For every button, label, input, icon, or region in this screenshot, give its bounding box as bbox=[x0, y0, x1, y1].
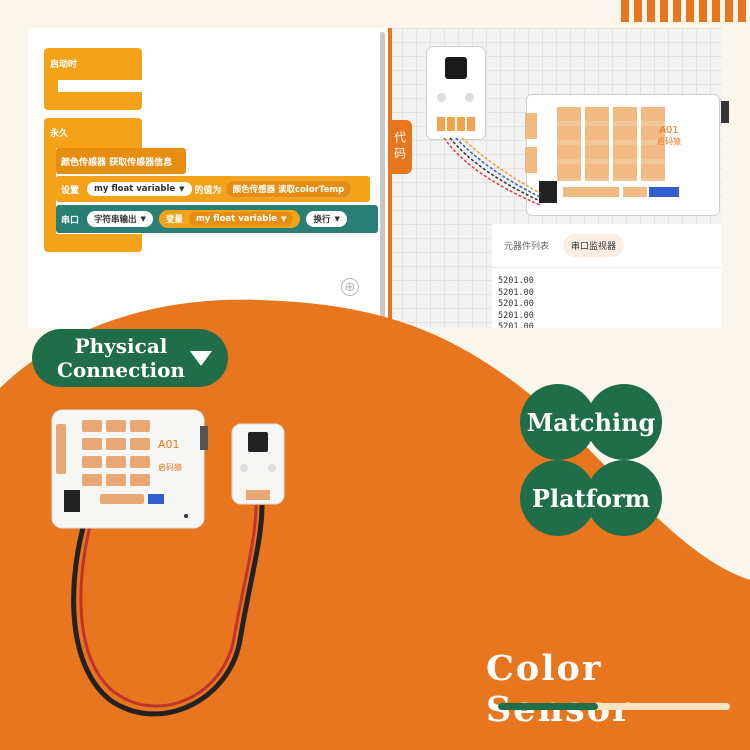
photo-board-brand: 启码猿 bbox=[158, 462, 182, 472]
caret-down-icon: ▼ bbox=[140, 215, 146, 223]
read-color-temp-reporter[interactable]: 颜色传感器 读取colorTemp bbox=[224, 180, 353, 198]
sim-ports bbox=[557, 107, 669, 181]
serial-line: 5201.00 bbox=[498, 310, 534, 321]
stripe-decoration bbox=[610, 0, 750, 22]
recenter-icon[interactable]: ⊕ bbox=[341, 278, 359, 296]
sim-controller-board[interactable]: A01 启码猿 bbox=[525, 94, 729, 216]
sim-color-sensor[interactable] bbox=[426, 46, 486, 140]
title-underline-fill bbox=[498, 703, 598, 710]
forever-block-side bbox=[44, 148, 56, 238]
newline-dropdown[interactable]: 换行▼ bbox=[306, 211, 347, 227]
color-sensor-get-info-block[interactable]: 颜色传感器 获取传感器信息 bbox=[56, 148, 186, 174]
string-output-dropdown[interactable]: 字符串输出▼ bbox=[87, 211, 153, 227]
serial-line: 5201.00 bbox=[498, 322, 534, 328]
on-start-block-bottom bbox=[44, 80, 58, 92]
cable bbox=[71, 504, 265, 717]
mount-hole-icon bbox=[465, 93, 474, 102]
caret-down-icon: ▼ bbox=[334, 215, 340, 223]
board-label: A01 bbox=[659, 125, 679, 136]
bottom-ports bbox=[623, 187, 647, 197]
variable-dropdown[interactable]: my float variable▼ bbox=[87, 182, 192, 196]
usb-port-icon bbox=[721, 101, 729, 123]
code-tab[interactable]: 代码 bbox=[388, 120, 412, 174]
board-brand: 启码猿 bbox=[657, 137, 681, 146]
triangle-down-icon bbox=[190, 351, 212, 366]
on-start-label: 启动时 bbox=[50, 60, 78, 70]
matching-badge: Matching bbox=[520, 384, 662, 460]
photo-color-sensor bbox=[231, 423, 285, 505]
set-label: 设置 bbox=[61, 185, 80, 196]
matching-label: Matching bbox=[526, 407, 656, 437]
serial-tabs: 元器件列表 串口监视器 bbox=[492, 224, 722, 268]
side-port bbox=[525, 113, 537, 139]
power-port-icon bbox=[539, 181, 557, 203]
forever-block-footer bbox=[44, 234, 142, 252]
serial-monitor-panel: 元器件列表 串口监视器 5201.00 5201.00 5201.00 5201… bbox=[492, 224, 722, 328]
serial-label: 串口 bbox=[61, 215, 80, 226]
photo-board-label: A01 bbox=[158, 438, 180, 451]
forever-block[interactable]: 永久 bbox=[44, 118, 142, 148]
physical-connection-pill: Physical Connection bbox=[32, 329, 228, 387]
serial-output: 5201.00 5201.00 5201.00 5201.00 5201.00 bbox=[492, 268, 722, 328]
reporter-variable-dropdown[interactable]: my float variable▼ bbox=[188, 212, 294, 226]
forever-label: 永久 bbox=[50, 129, 69, 139]
physical-connection-label: Physical Connection bbox=[57, 334, 185, 382]
side-port bbox=[525, 147, 537, 173]
block-code-pane: 启动时 永久 颜色传感器 获取传感器信息 设置 my float variabl… bbox=[28, 28, 382, 328]
serial-line: 5201.00 bbox=[498, 299, 534, 309]
serial-line: 5201.00 bbox=[498, 287, 534, 298]
serial-line: 5201.00 bbox=[498, 276, 534, 286]
product-title: Color Sensor bbox=[486, 648, 630, 730]
bottom-ports bbox=[563, 187, 619, 197]
set-variable-block[interactable]: 设置 my float variable▼ 的值为 颜色传感器 读取colorT… bbox=[56, 176, 370, 202]
tab-component-list[interactable]: 元器件列表 bbox=[504, 242, 550, 252]
caret-down-icon: ▼ bbox=[281, 215, 287, 223]
mount-hole-icon bbox=[437, 93, 446, 102]
controller-ports bbox=[56, 420, 150, 504]
cable-red bbox=[79, 504, 258, 708]
caret-down-icon: ▼ bbox=[179, 185, 185, 193]
sensor-pins bbox=[437, 117, 475, 131]
serial-print-block[interactable]: 串口 字符串输出▼ 变量 my float variable▼ 换行▼ bbox=[56, 205, 378, 233]
on-start-block-footer bbox=[44, 92, 142, 110]
sensor-chip-icon bbox=[445, 57, 467, 79]
tab-serial-monitor[interactable]: 串口监视器 bbox=[563, 234, 625, 257]
on-start-block[interactable]: 启动时 bbox=[44, 48, 142, 80]
blue-header bbox=[649, 187, 679, 197]
color-sensor-get-info-label: 颜色传感器 获取传感器信息 bbox=[61, 157, 173, 168]
simulator-divider bbox=[388, 28, 392, 328]
variable-reporter[interactable]: 变量 my float variable▼ bbox=[158, 210, 301, 228]
platform-badge: Platform bbox=[520, 460, 662, 536]
title-underline-bar bbox=[498, 703, 730, 710]
platform-label: Platform bbox=[531, 483, 651, 513]
code-scrollbar[interactable] bbox=[380, 32, 385, 324]
value-of-label: 的值为 bbox=[194, 185, 222, 196]
